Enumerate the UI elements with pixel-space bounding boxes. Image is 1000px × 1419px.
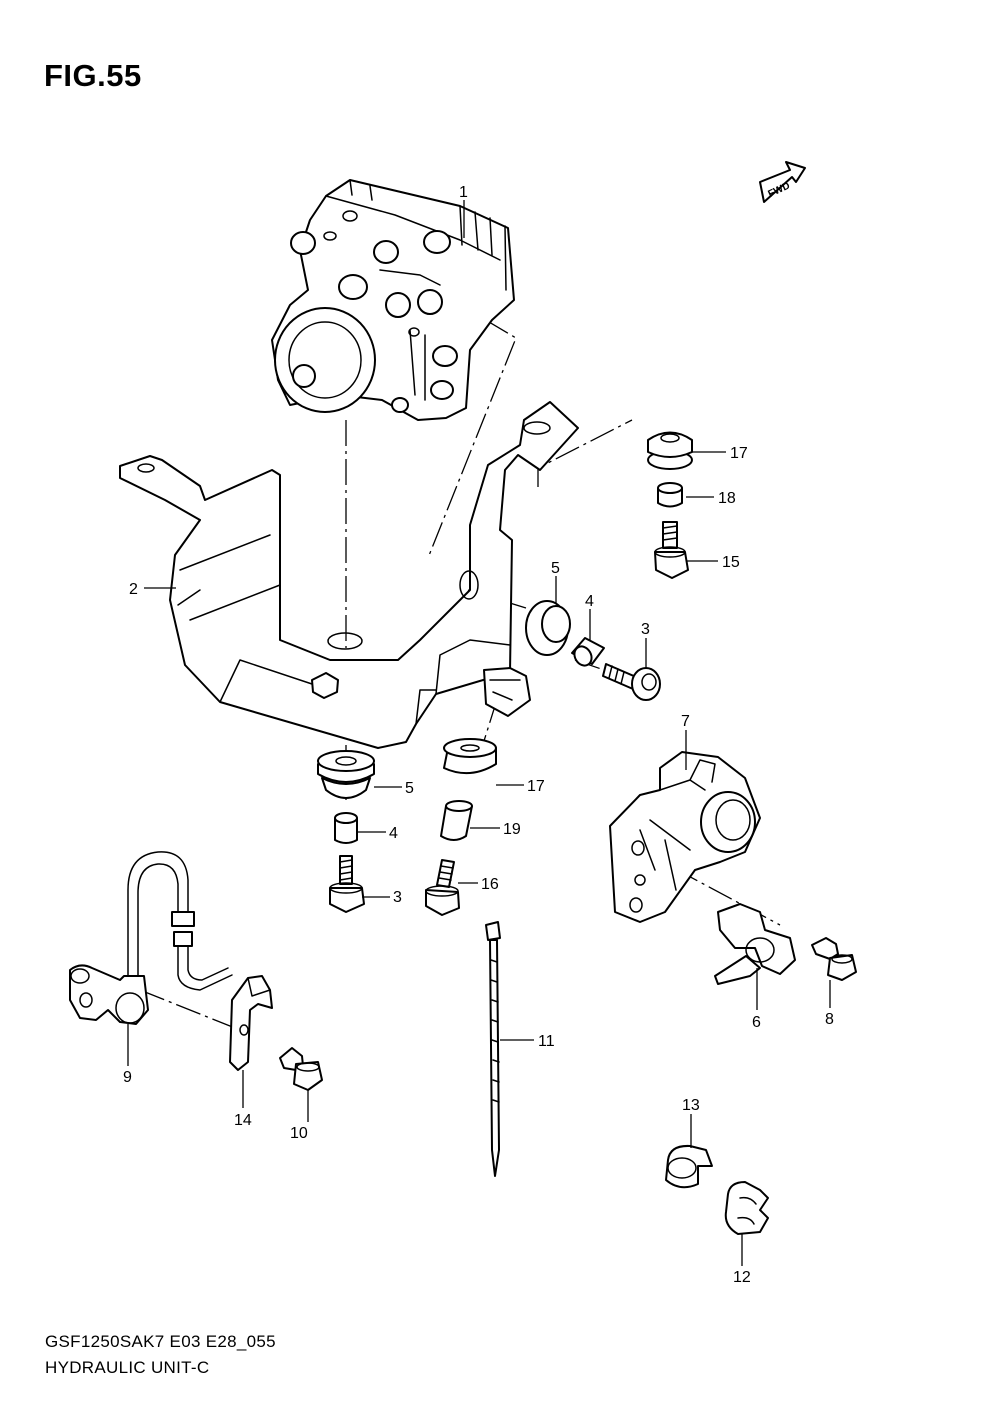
callout-2: 2 [129,581,138,598]
unit-name: HYDRAULIC UNIT-C [45,1358,210,1377]
callout-3-lower: 3 [393,889,402,906]
clamp-bolt [279,1047,323,1091]
callout-11: 11 [538,1033,555,1050]
callout-18: 18 [718,490,736,507]
callout-14: 14 [234,1112,252,1129]
callout-numbers: 1 2 3 4 5 17 18 15 5 4 3 7 17 19 16 9 14… [123,184,834,1286]
clips [665,1144,769,1235]
hose-clamp-plate [229,975,273,1071]
callout-16: 16 [481,876,499,893]
rear-sensor [714,903,857,985]
hardware-center [525,600,661,701]
hardware-lower-center [425,738,497,916]
callout-1: 1 [459,184,468,201]
callout-lines [127,200,831,1266]
callout-4: 4 [585,593,594,610]
figure-title: FIG.55 [44,58,142,93]
callout-19: 19 [503,821,521,838]
callout-4-lower: 4 [389,825,398,842]
front-sensor [69,851,233,1025]
callout-5: 5 [551,560,560,577]
callout-15: 15 [722,554,740,571]
fwd-arrow-icon: FWD [759,161,806,203]
callout-8: 8 [825,1011,834,1028]
callout-5-lower: 5 [405,780,414,797]
hydraulic-unit [271,179,515,421]
callout-9: 9 [123,1069,132,1086]
callout-10: 10 [290,1125,308,1142]
hardware-lower-left [317,750,375,913]
model-code: GSF1250SAK7 E03 E28_055 [45,1332,276,1351]
cable-tie [485,921,501,1177]
callout-12: 12 [733,1269,751,1286]
callout-3: 3 [641,621,650,638]
callout-17: 17 [730,445,748,462]
abs-bracket [119,401,579,749]
sensor-bracket [609,751,761,923]
callout-6: 6 [752,1014,761,1031]
callout-13: 13 [682,1097,700,1114]
hardware-upper-right [647,431,693,579]
callout-17-lower: 17 [527,778,545,795]
callout-7: 7 [681,713,690,730]
